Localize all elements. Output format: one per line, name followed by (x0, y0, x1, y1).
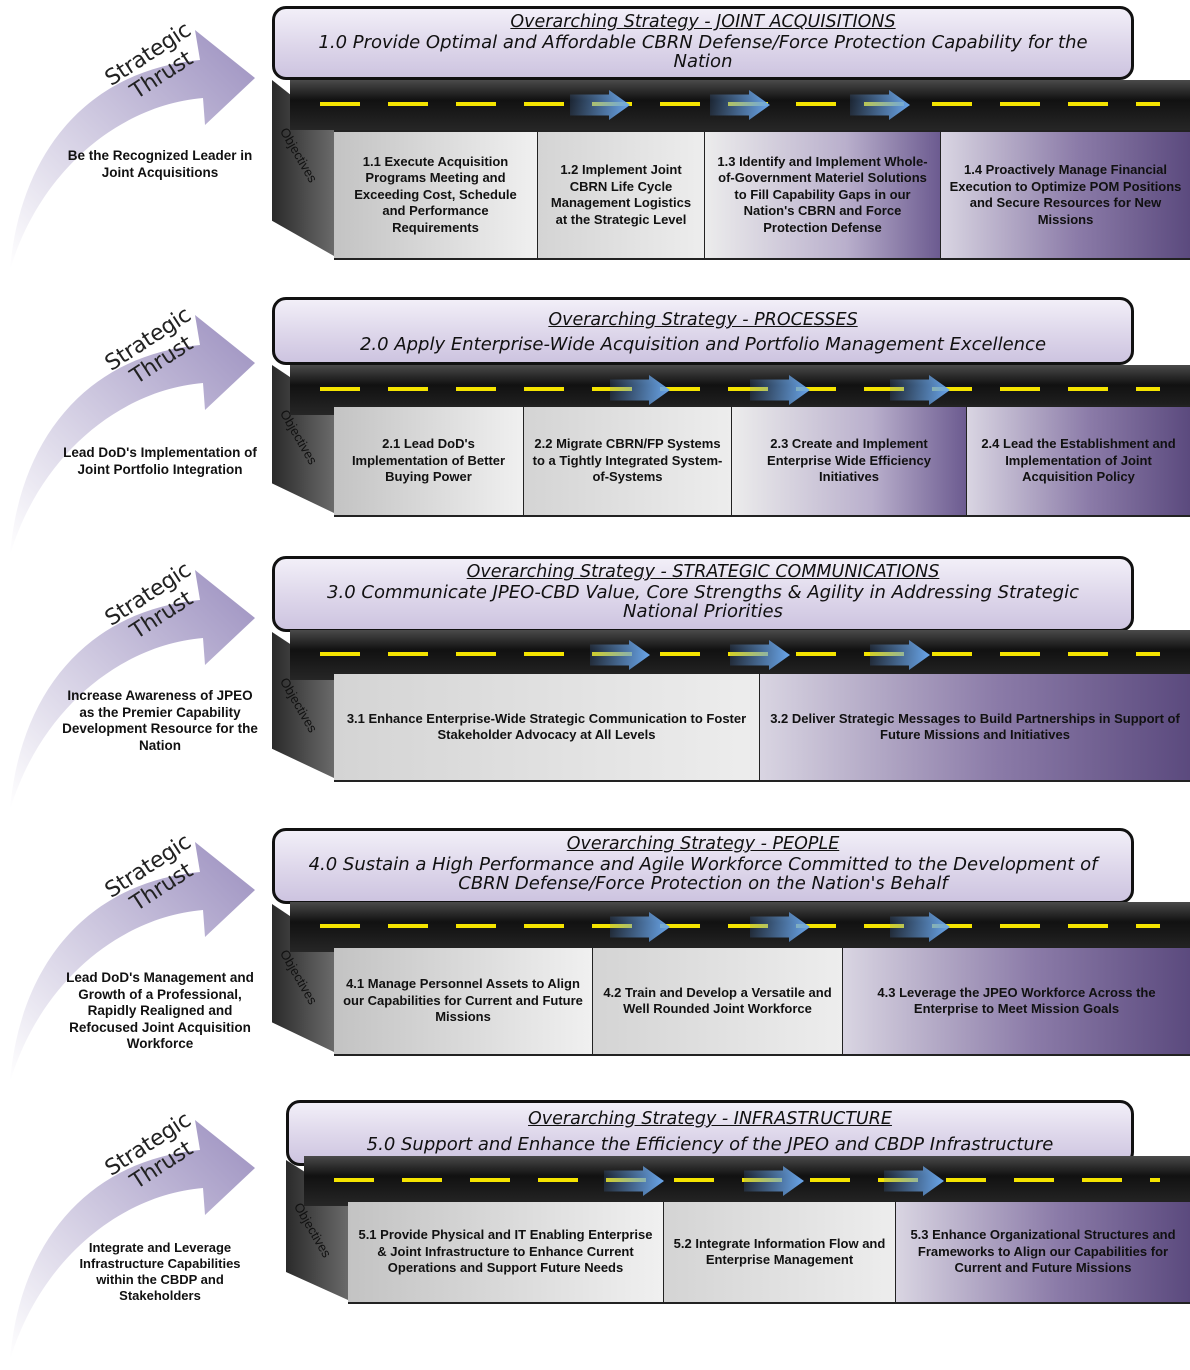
strategy-title: Overarching Strategy - JOINT ACQUISITION… (510, 12, 896, 32)
strategy-section-3: Strategic Thrust Increase Awareness of J… (0, 540, 1190, 820)
strategy-section-5: Strategic Thrust Integrate and Leverage … (0, 1090, 1190, 1360)
strategic-thrust-arrow: Strategic Thrust Integrate and Leverage … (0, 1090, 270, 1360)
objective-cell: 1.4 Proactively Manage Financial Executi… (941, 132, 1190, 258)
objective-cell: 1.2 Implement Joint CBRN Life Cycle Mana… (538, 132, 705, 258)
strategy-title: Overarching Strategy - STRATEGIC COMMUNI… (466, 562, 940, 582)
strategy-header: Overarching Strategy - JOINT ACQUISITION… (272, 6, 1134, 80)
objective-cell: 2.4 Lead the Establishment and Implement… (967, 407, 1190, 515)
objective-cell: 1.3 Identify and Implement Whole-of-Gove… (705, 132, 941, 258)
objective-cell: 4.3 Leverage the JPEO Workforce Across t… (843, 948, 1190, 1054)
strategy-goal: 2.0 Apply Enterprise-Wide Acquisition an… (359, 334, 1047, 355)
objective-cell: 3.2 Deliver Strategic Messages to Build … (760, 674, 1190, 780)
objective-cell: 5.1 Provide Physical and IT Enabling Ent… (348, 1202, 664, 1302)
strategy-section-1: Strategic Thrust Be the Recognized Leade… (0, 0, 1190, 280)
objectives-row: 5.1 Provide Physical and IT Enabling Ent… (348, 1200, 1190, 1304)
strategy-goal: 1.0 Provide Optimal and Affordable CBRN … (318, 32, 1088, 72)
road (290, 80, 1190, 130)
objective-cell: 2.3 Create and Implement Enterprise Wide… (732, 407, 967, 515)
strategic-thrust-arrow: Strategic Thrust Lead DoD's Implementati… (0, 285, 270, 565)
objective-cell: 2.1 Lead DoD's Implementation of Better … (334, 407, 524, 515)
objective-cell: 2.2 Migrate CBRN/FP Systems to a Tightly… (524, 407, 732, 515)
thrust-description: Integrate and Leverage Infrastructure Ca… (79, 1240, 241, 1303)
road (304, 1156, 1190, 1206)
strategic-thrust-arrow: Strategic Thrust Increase Awareness of J… (0, 540, 270, 820)
strategy-title: Overarching Strategy - INFRASTRUCTURE (528, 1109, 892, 1129)
strategy-header: Overarching Strategy - PROCESSES 2.0 App… (272, 297, 1134, 365)
thrust-description: Lead DoD's Implementation of Joint Portf… (63, 445, 257, 477)
objective-cell: 1.1 Execute Acquisition Programs Meeting… (334, 132, 538, 258)
objective-cell: 3.1 Enhance Enterprise-Wide Strategic Co… (334, 674, 760, 780)
strategy-header: Overarching Strategy - STRATEGIC COMMUNI… (272, 556, 1134, 632)
objectives-row: 2.1 Lead DoD's Implementation of Better … (334, 405, 1190, 517)
road (290, 630, 1190, 680)
objectives-row: 4.1 Manage Personnel Assets to Align our… (334, 946, 1190, 1056)
strategy-goal: 5.0 Support and Enhance the Efficiency o… (366, 1134, 1054, 1155)
objectives-row: 1.1 Execute Acquisition Programs Meeting… (334, 130, 1190, 260)
strategic-thrust-arrow: Strategic Thrust Be the Recognized Leade… (0, 0, 270, 280)
road (290, 902, 1190, 952)
strategy-header: Overarching Strategy - INFRASTRUCTURE 5.… (286, 1100, 1134, 1166)
strategy-goal: 4.0 Sustain a High Performance and Agile… (308, 854, 1098, 894)
objective-cell: 4.1 Manage Personnel Assets to Align our… (334, 948, 593, 1054)
strategy-title: Overarching Strategy - PROCESSES (548, 310, 858, 330)
strategy-header: Overarching Strategy - PEOPLE 4.0 Sustai… (272, 828, 1134, 904)
objectives-row: 3.1 Enhance Enterprise-Wide Strategic Co… (334, 672, 1190, 782)
strategy-section-4: Strategic Thrust Lead DoD's Management a… (0, 812, 1190, 1092)
thrust-description: Be the Recognized Leader in Joint Acquis… (67, 148, 253, 180)
strategy-goal: 3.0 Communicate JPEO-CBD Value, Core Str… (327, 582, 1079, 622)
objective-cell: 5.2 Integrate Information Flow and Enter… (664, 1202, 896, 1302)
strategy-title: Overarching Strategy - PEOPLE (566, 834, 840, 854)
objective-cell: 5.3 Enhance Organizational Structures an… (896, 1202, 1190, 1302)
thrust-description: Lead DoD's Management and Growth of a Pr… (66, 970, 254, 1051)
strategy-section-2: Strategic Thrust Lead DoD's Implementati… (0, 285, 1190, 565)
strategic-thrust-arrow: Strategic Thrust Lead DoD's Management a… (0, 812, 270, 1092)
objective-cell: 4.2 Train and Develop a Versatile and We… (593, 948, 843, 1054)
thrust-description: Increase Awareness of JPEO as the Premie… (62, 688, 258, 753)
